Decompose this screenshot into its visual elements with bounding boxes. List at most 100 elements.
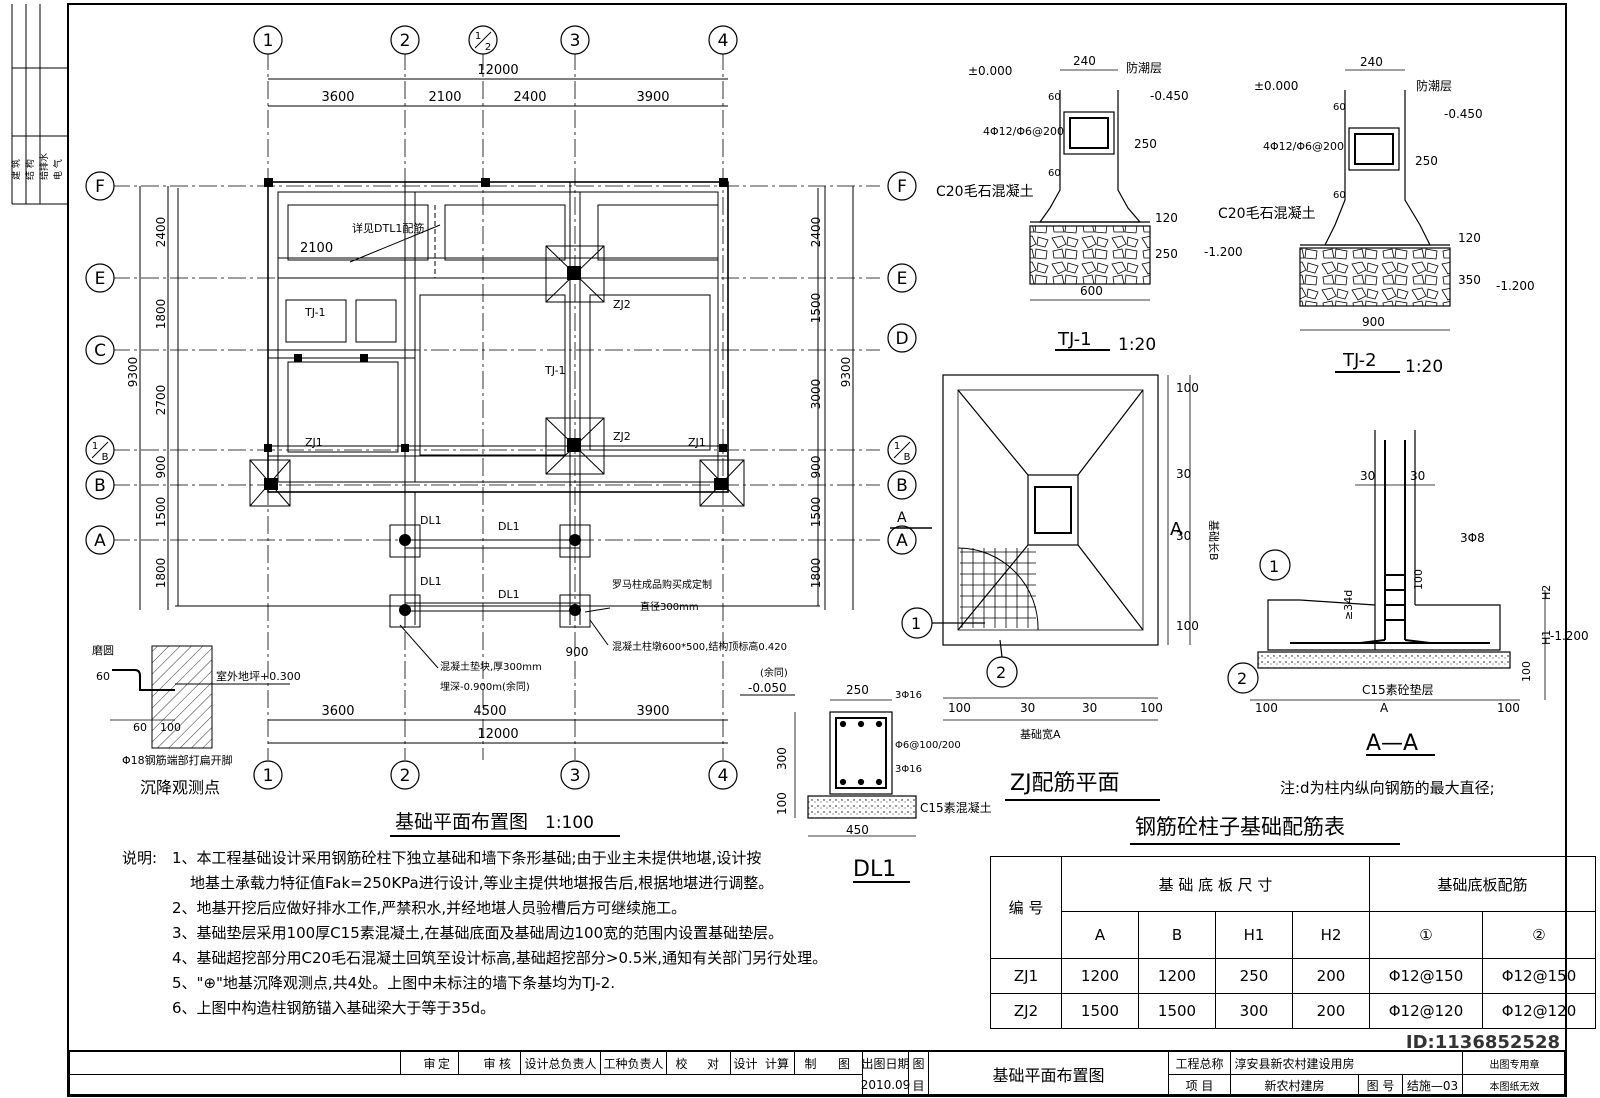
table-cell-a: 1500 [1061,993,1139,1029]
note-row-1: 说明:1、本工程基础设计采用钢筋砼柱下独立基础和墙下条形基础;由于业主未提供地堪… [122,846,882,871]
tj2-scale: 1:20 [1405,357,1443,377]
settlement-detail [110,645,290,749]
table-header-h1: H1 [1215,911,1293,959]
tj1-section [1029,69,1151,351]
settlement-rebar: Φ18钢筋端部打扁开脚 [122,753,233,767]
table-row: ZJ2 1500 1500 300 200 Φ12@120 Φ12@120 [990,993,1596,1029]
tb-check-1: 校 [666,1052,696,1074]
grid-bubble-bottom: 2 [390,760,420,790]
aa-dim-a: A [1380,701,1389,715]
grid-bubble-right: F [887,171,917,201]
note-row-6: 6、上图中构造柱钢筋锚入基础梁大于等于35d。 [122,996,882,1021]
aa-dim-30a: 30 [1360,469,1375,483]
aa-elev: -1.200 [1550,629,1589,643]
notes-lead: 说明: [122,849,158,867]
zj-base-length: 基础长B [1207,520,1220,561]
tj2-h350: 350 [1458,273,1481,287]
table-cell-h1: 250 [1215,958,1293,994]
side-stamp-label: 结 构 [24,159,36,180]
svg-text:3: 3 [570,766,581,786]
label-zj2-a: ZJ2 [613,298,631,311]
grid-bubble-left: A [85,525,115,555]
table-cell-h1: 300 [1215,993,1293,1029]
tb-shending-2: 定 [437,1056,450,1071]
tj2-elev-mid: -0.450 [1444,107,1483,121]
zj-section: A [1170,519,1183,540]
tj1-beam: 4Φ12/Φ6@200 [983,125,1064,138]
tb-date-label: 出图日期 [862,1052,910,1074]
dl1-height: 300 [775,747,789,770]
dim-bottom-total: 12000 [477,727,518,742]
aa-marker-1: 1 [1269,557,1279,576]
table-group-rebar: 基础底板配筋 [1369,856,1596,912]
dim-left: 1800 [154,299,168,330]
zj-base-width: 基础宽A [1020,727,1061,741]
table-cell-a: 1200 [1061,958,1139,994]
note-row-3: 3、基础垫层采用100厚C15素混凝土,在基础底面及基础周边100宽的范围内设置… [122,921,882,946]
table-cell-id: ZJ1 [990,958,1062,994]
table-cell-b: 1500 [1138,993,1216,1029]
dim-left: 2700 [154,385,168,416]
tb-no: 结施—03 [1402,1074,1462,1096]
note-row-5: 5、"⊕"地基沉降观测点,共4处。上图中未标注的墙下条基均为TJ-2. [122,971,882,996]
label-zj1-a: ZJ1 [305,436,323,449]
grid-bubble-bottom: 1 [253,760,283,790]
label-col-section: 混凝土柱墩600*500,结构顶标高0.420 [612,640,787,653]
tb-no-label: 图 号 [1358,1074,1402,1096]
svg-text:3: 3 [570,31,581,51]
aa-dim-30b: 30 [1410,469,1425,483]
tj1-elev-mid: -0.450 [1150,89,1189,103]
dim-bottom-2: 4500 [473,704,506,719]
svg-text:B: B [94,476,106,496]
rebar-table: 编 号 基 础 底 板 尺 寸 基础底板配筋 A B H1 H2 ① ② ZJ1… [990,856,1596,1029]
tj2-dpc: 防潮层 [1416,78,1452,93]
settlement-label-top: 磨圆 [92,644,114,657]
grid-bubble-right: 1B [887,435,917,465]
section-mark-a: A [897,510,907,526]
label-dl1-a: DL1 [420,514,442,527]
table-cell-r1: Φ12@120 [1369,993,1483,1029]
zj-dim-left-3: 30 [1176,529,1191,543]
note-6: 6、上图中构造柱钢筋锚入基础梁大于等于35d。 [172,999,496,1017]
dl1-title: DL1 [853,857,896,882]
dim-right: 3000 [809,379,823,410]
tb-seal: 出图专用章 [1462,1052,1566,1074]
tb-item-label: 项 目 [1168,1074,1230,1096]
tj1-elev-bot: -1.200 [1204,245,1243,259]
grid-bubble-bottom: 3 [560,760,590,790]
svg-text:E: E [95,269,106,289]
design-notes: 说明:1、本工程基础设计采用钢筋砼柱下独立基础和墙下条形基础;由于业主未提供地堪… [122,846,882,1021]
tb-draw-1: 制 [794,1052,826,1074]
grid-bubble-top: 1 [253,25,283,55]
dim-left: 1500 [154,497,168,528]
svg-text:2: 2 [400,766,411,786]
svg-text:2: 2 [485,42,491,53]
zj-dim-bot-2: 30 [1020,701,1035,715]
grid-bubble-top: 4 [708,25,738,55]
zj-marker-1: 1 [911,614,921,633]
dim-left: 900 [154,456,168,479]
grid-bubble-right: A [887,525,917,555]
table-cell-b: 1200 [1138,958,1216,994]
tj1-h250: 250 [1134,137,1157,151]
dim-top-2: 2100 [428,90,461,105]
grid-bubble-top: 12 [468,25,498,55]
dim-right: 900 [809,456,823,479]
settlement-dim-100: 100 [160,721,181,734]
table-cell-h2: 200 [1292,958,1370,994]
title-block: 审 定 审 核 设计总负责人 工种负责人 校 对 设计 计算 制 图 出图日期 … [68,1032,1566,1096]
plan-title: 基础平面布置图 [395,811,528,833]
table-group-size: 基 础 底 板 尺 寸 [1061,856,1370,912]
tj2-h60b: 60 [1333,190,1346,201]
tb-project: 淳安县新农村建设用房 [1230,1052,1358,1074]
tj2-elev-top: ±0.000 [1254,79,1298,93]
grid-bubble-right: B [887,470,917,500]
grid-bubble-left: C [85,335,115,365]
tb-shending-1: 审 [400,1052,458,1074]
grid-bubble-right: E [887,263,917,293]
label-diameter: 直径300mm [640,600,699,613]
dim-top-1: 3600 [321,90,354,105]
dim-top-4: 3900 [636,90,669,105]
table-header-r1: ① [1369,911,1483,959]
